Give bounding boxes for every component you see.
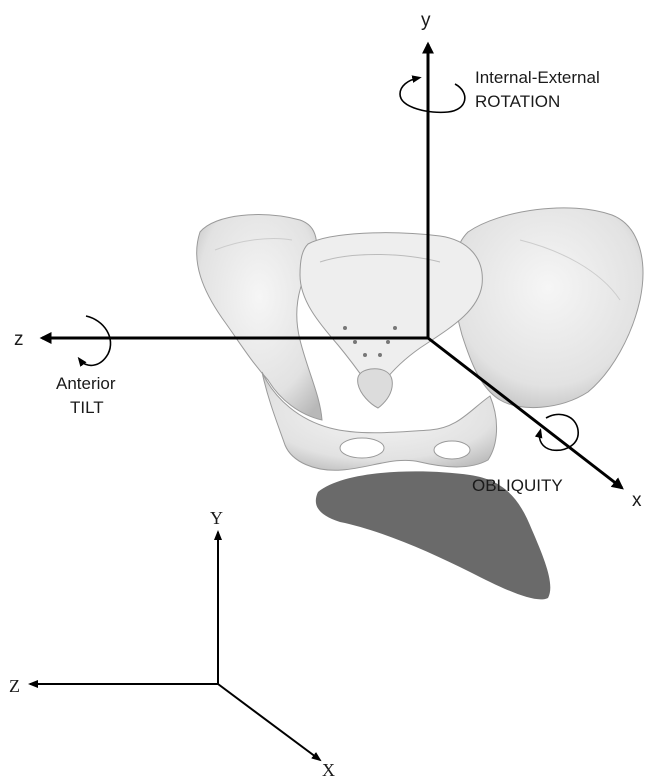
rotation-z-arc: [80, 316, 111, 365]
obturator-right: [434, 441, 470, 459]
left-ilium: [197, 215, 322, 420]
label-anterior: Anterior: [56, 374, 116, 393]
label-internal-external: Internal-External: [475, 68, 600, 87]
label-Y-axis: Y: [210, 508, 223, 528]
rotation-y-arc: [400, 78, 465, 112]
label-y-axis: y: [421, 10, 431, 31]
label-rotation: ROTATION: [475, 92, 560, 111]
label-X-axis: X: [322, 760, 335, 777]
label-Z-axis: Z: [9, 676, 20, 696]
obturator-left: [340, 438, 384, 458]
label-x-axis: x: [632, 490, 642, 511]
lower-axes: [30, 532, 320, 760]
sacrum: [300, 233, 482, 395]
label-obliquity: OBLIQUITY: [472, 476, 563, 495]
coccyx: [358, 369, 393, 408]
label-tilt: TILT: [70, 398, 104, 417]
label-z-axis: z: [14, 329, 24, 350]
rotation-x-arc: [540, 414, 579, 450]
lower-X-axis: [218, 684, 320, 760]
